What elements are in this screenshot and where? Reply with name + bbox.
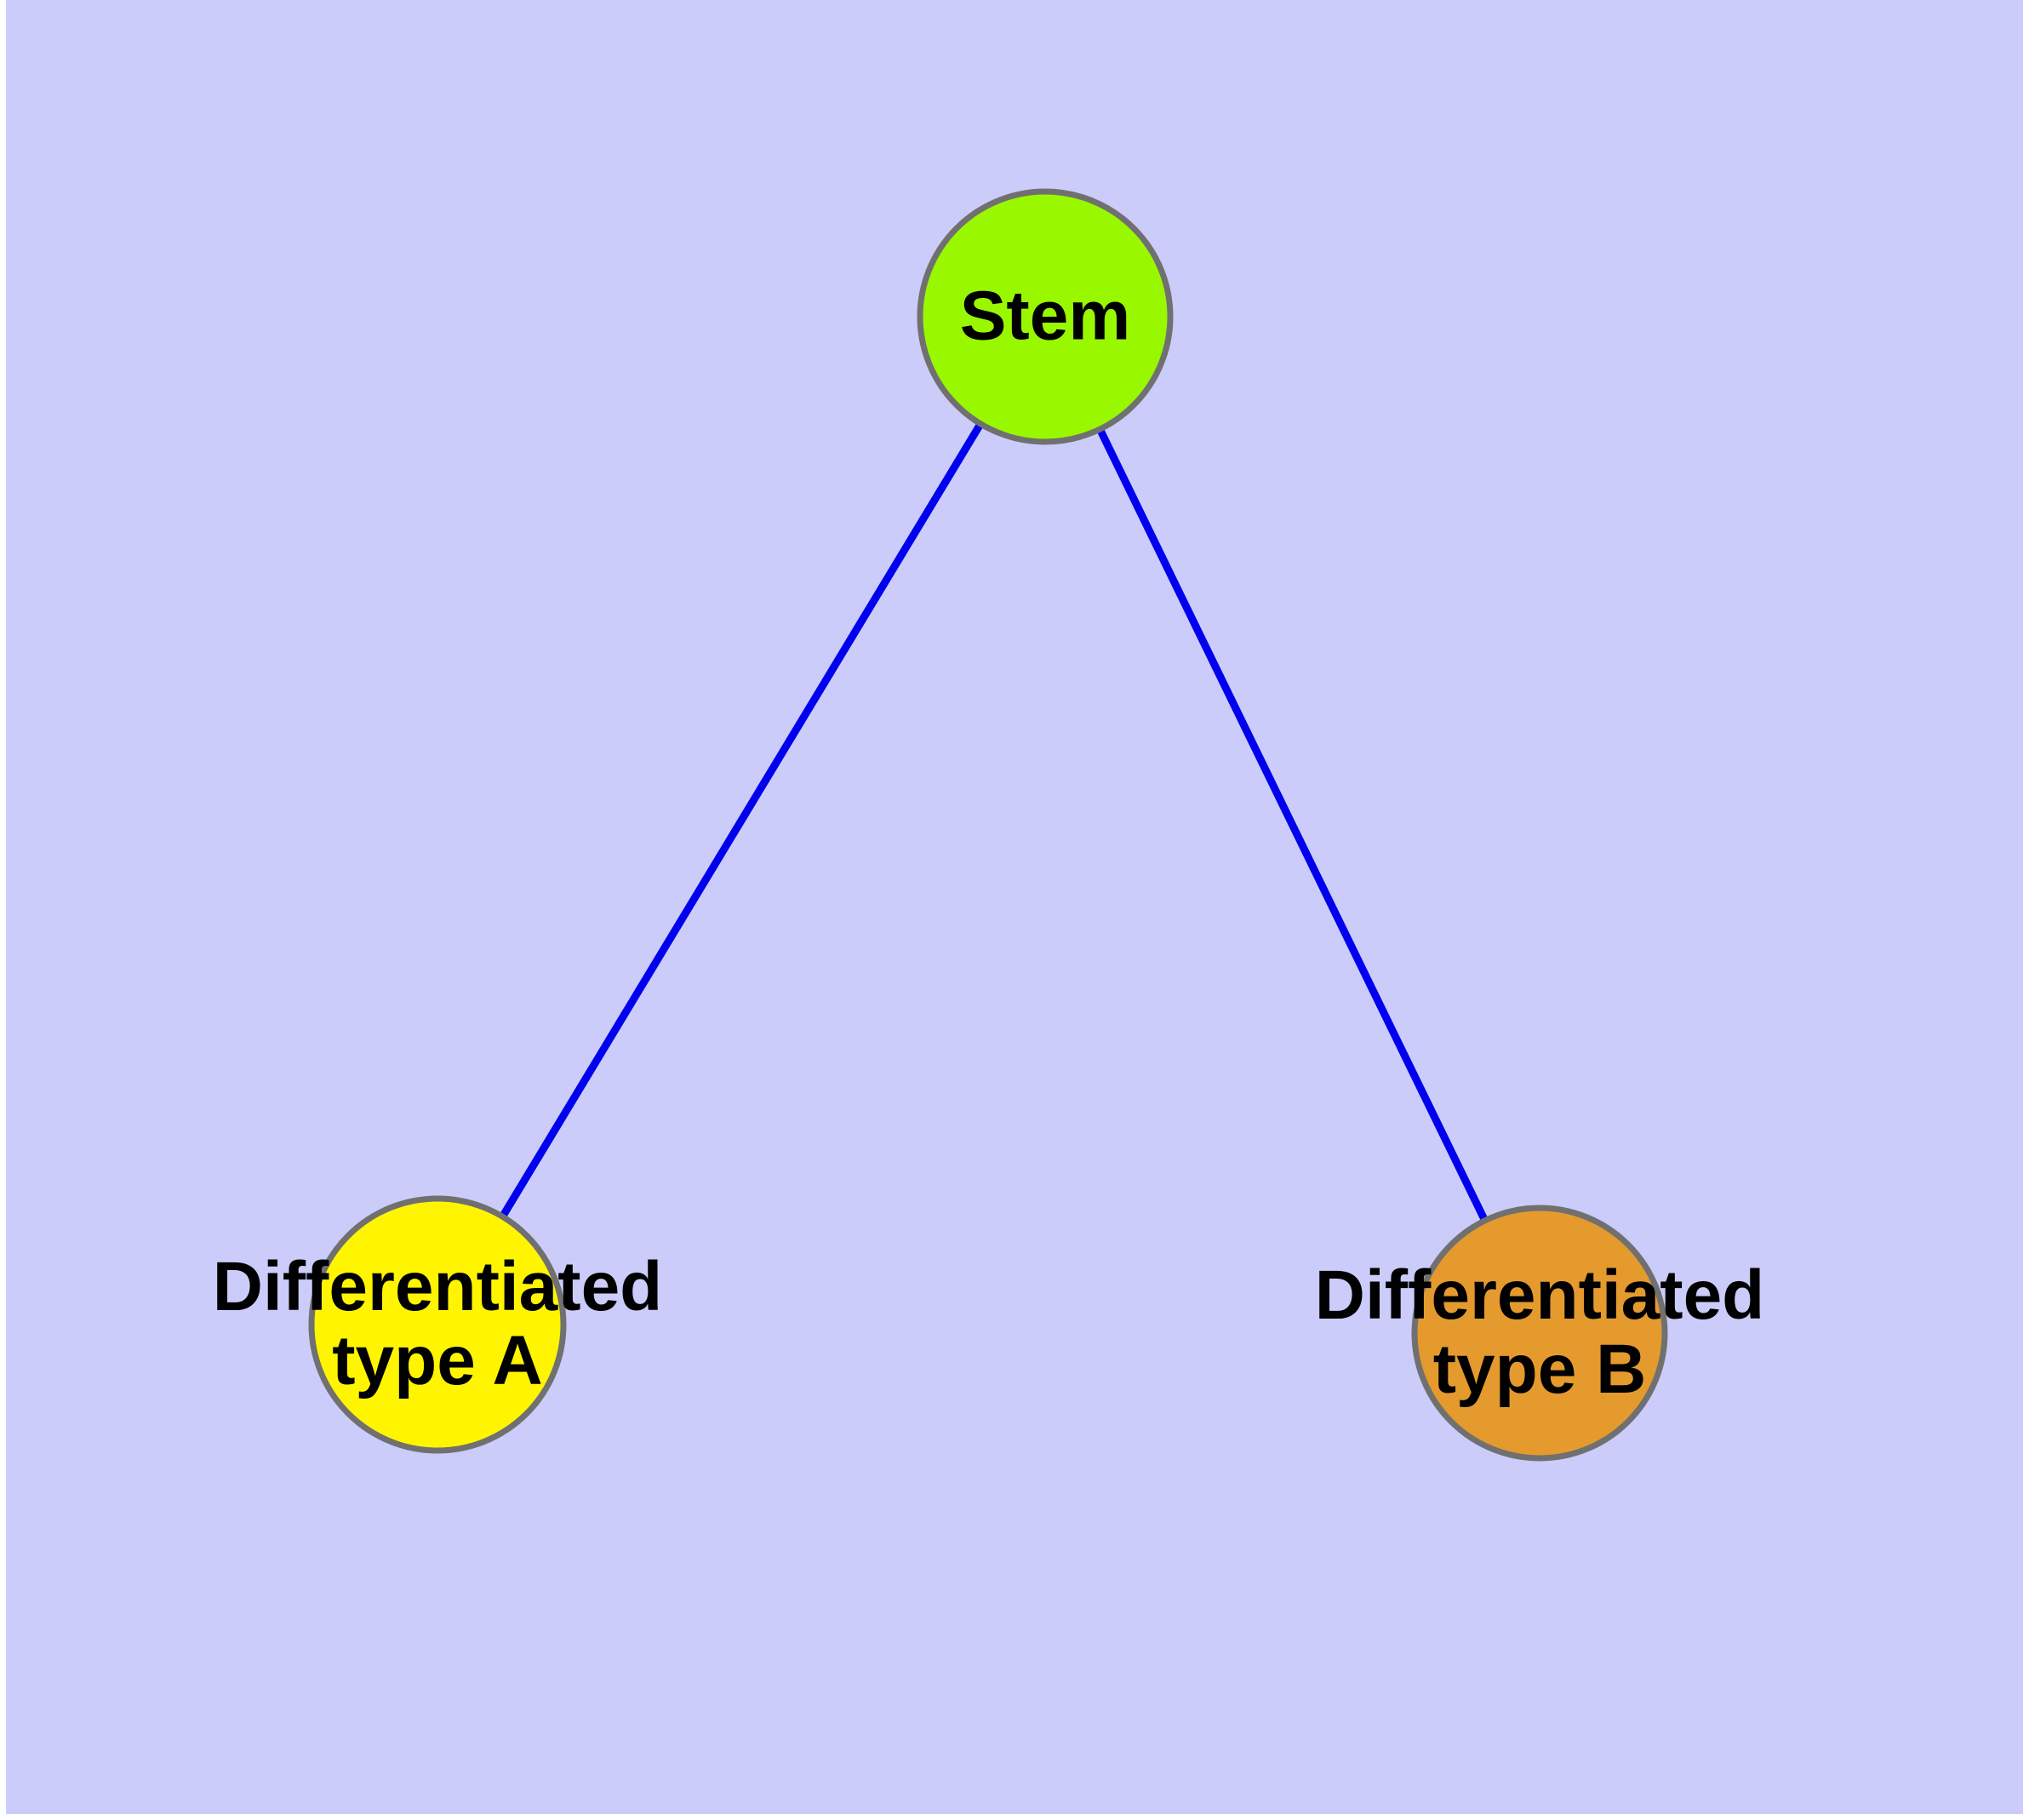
edge-layer — [499, 421, 1489, 1222]
graph-edge-stem-to-diff_b — [1096, 427, 1489, 1222]
node-layer — [308, 188, 1668, 1462]
graph-svg — [308, 188, 1668, 1462]
graph-node-diff_b[interactable] — [1411, 1205, 1668, 1462]
graph-node-stem[interactable] — [917, 188, 1174, 445]
graph-edge-stem-to-diff_a — [499, 421, 984, 1219]
graph-node-diff_a[interactable] — [308, 1195, 567, 1454]
